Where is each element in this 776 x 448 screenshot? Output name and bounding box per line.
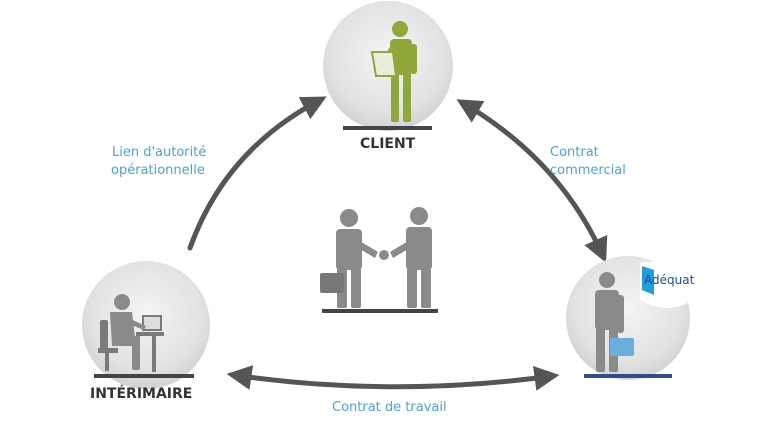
businessman-with-clipboard-icon [370, 21, 417, 122]
arrow-interimaire-to-client [187, 96, 327, 251]
arrow-interimaire-agency [226, 365, 560, 391]
interimaire-node [82, 261, 210, 389]
label-commercial-line1: Contrat [550, 145, 599, 160]
agency-node [566, 256, 700, 380]
label-commercial-line2: commercial [550, 163, 626, 178]
agency-logo-card [640, 262, 700, 308]
arrow-client-agency [456, 99, 608, 263]
handshake-icon [320, 207, 438, 313]
client-label: CLIENT [360, 136, 416, 152]
interimaire-base-bar [94, 374, 194, 378]
interimaire-label: INTÉRIMAIRE [90, 386, 193, 402]
label-work-contract: Contrat de travail [332, 400, 447, 415]
label-authority-line1: Lien d'autorité [112, 145, 207, 160]
client-node [323, 1, 453, 131]
agency-logo-mark [642, 266, 654, 295]
agency-logo-text: Adéquat [644, 273, 695, 287]
worker-at-computer-icon [98, 294, 164, 372]
businessman-with-briefcase-icon [595, 272, 634, 372]
client-base-bar [343, 126, 432, 130]
label-authority-line2: opérationnelle [111, 163, 205, 178]
agency-base-bar [584, 374, 672, 378]
